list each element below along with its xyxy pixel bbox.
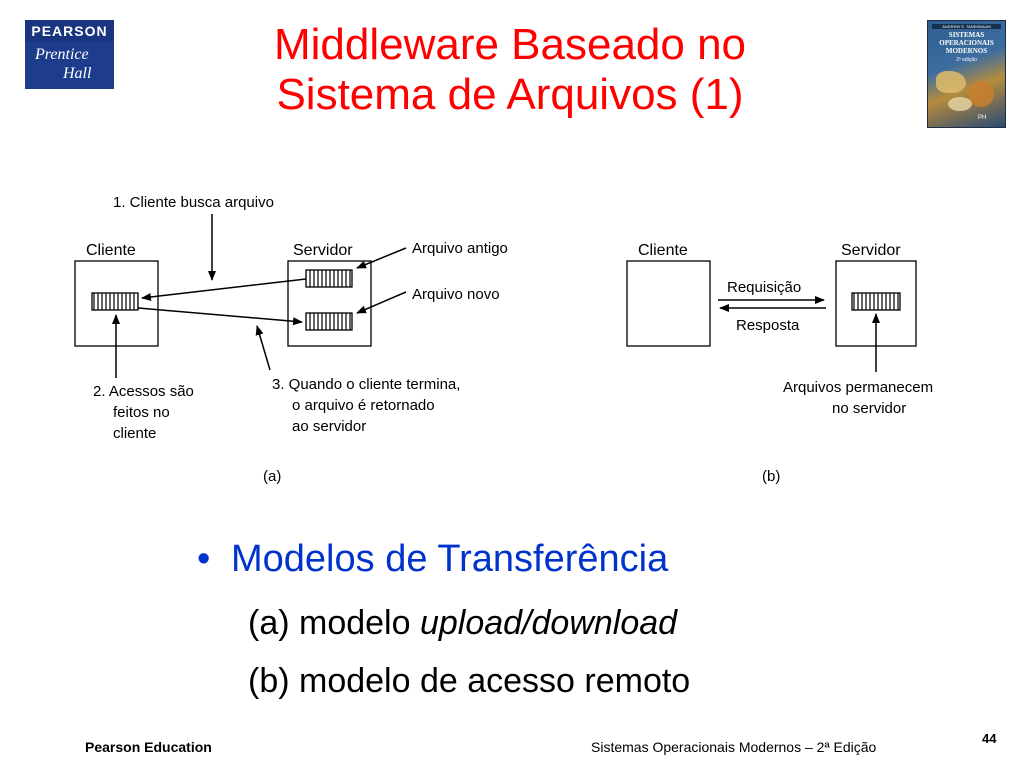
slide-title: Middleware Baseado no Sistema de Arquivo…: [150, 20, 870, 120]
new-file-icon: [305, 312, 353, 331]
reply-label: Resposta: [736, 317, 800, 334]
server-label-b: Servidor: [841, 242, 901, 259]
step2-line1: 2. Acessos são: [93, 383, 194, 400]
client-label-b: Cliente: [638, 242, 688, 259]
step3-line3: ao servidor: [292, 418, 366, 435]
book-edition: 2ª edição: [956, 57, 977, 63]
bullet-main-text: Modelos de Transferência: [231, 538, 669, 580]
bullet-sub-a-italic: upload/download: [419, 604, 678, 642]
client-box-b: [626, 260, 711, 347]
diagram-a: 1. Cliente busca arquivo Cliente Servido…: [74, 194, 508, 485]
request-label: Requisição: [727, 279, 801, 296]
page-number: 44: [982, 731, 997, 746]
slide-title-line1: Middleware Baseado no: [273, 20, 747, 69]
step2-line3: cliente: [113, 425, 156, 442]
book-art-shape: [948, 97, 972, 111]
transfer-models-diagram: 1. Cliente busca arquivo Cliente Servido…: [74, 194, 933, 485]
server-label-a: Servidor: [293, 242, 353, 259]
new-file-label: Arquivo novo: [412, 286, 500, 303]
book-cover-image: ANDREW S. TANENBAUM SISTEMAS OPERACIONAI…: [927, 20, 1006, 128]
book-art-shape: [936, 71, 966, 93]
bullet-sub-a: (a) modelo upload/download: [248, 604, 677, 643]
old-file-icon: [305, 269, 353, 288]
step3-line1: 3. Quando o cliente termina,: [272, 376, 460, 393]
pearson-prentice-hall-logo: PEARSON Prentice Hall: [25, 20, 114, 89]
book-art-shape: [968, 81, 994, 107]
fetch-file-arrow: [141, 278, 307, 301]
book-title: SISTEMAS OPERACIONAIS MODERNOS: [930, 31, 1003, 55]
logo-pearson-text: PEARSON: [25, 20, 114, 42]
bullet-main: • Modelos de Transferência: [197, 538, 668, 581]
server-file-icon-b: [851, 292, 901, 311]
return-file-arrow: [137, 307, 303, 326]
old-file-label: Arquivo antigo: [412, 240, 508, 257]
old-file-pointer: [356, 247, 407, 269]
files-remain-line2: no servidor: [832, 400, 906, 417]
client-label-a: Cliente: [86, 242, 136, 259]
step3-arrow: [255, 325, 271, 371]
step2-line2: feitos no: [113, 404, 170, 421]
bullet-sub-b: (b) modelo de acesso remoto: [248, 662, 691, 700]
footer-publisher: Pearson Education: [85, 739, 212, 755]
slide-title-line2: Sistema de Arquivos (1): [276, 70, 744, 119]
bullet-dot: •: [197, 538, 211, 580]
files-remain-line1: Arquivos permanecem: [783, 379, 933, 396]
footer-book-title: Sistemas Operacionais Modernos – 2ª Ediç…: [591, 739, 877, 755]
step3-line2: o arquivo é retornado: [292, 397, 435, 414]
client-file-icon: [91, 292, 139, 311]
diagram-b: Cliente Servidor Requisição Resposta Arq…: [626, 242, 933, 485]
step1-label: 1. Cliente busca arquivo: [113, 194, 274, 211]
caption-a: (a): [263, 468, 281, 485]
book-title-line3: MODERNOS: [945, 47, 988, 55]
book-title-line1: SISTEMAS: [948, 31, 985, 39]
book-author: ANDREW S. TANENBAUM: [932, 24, 1001, 29]
new-file-pointer: [356, 291, 407, 314]
logo-hall-text: Hall: [63, 65, 92, 82]
book-title-line2: OPERACIONAIS: [939, 39, 994, 47]
caption-b: (b): [762, 468, 780, 485]
book-publisher-mark: PH: [978, 115, 987, 121]
bullet-sub-a-prefix: (a) modelo: [248, 604, 420, 642]
logo-prentice-text: Prentice: [35, 46, 89, 63]
